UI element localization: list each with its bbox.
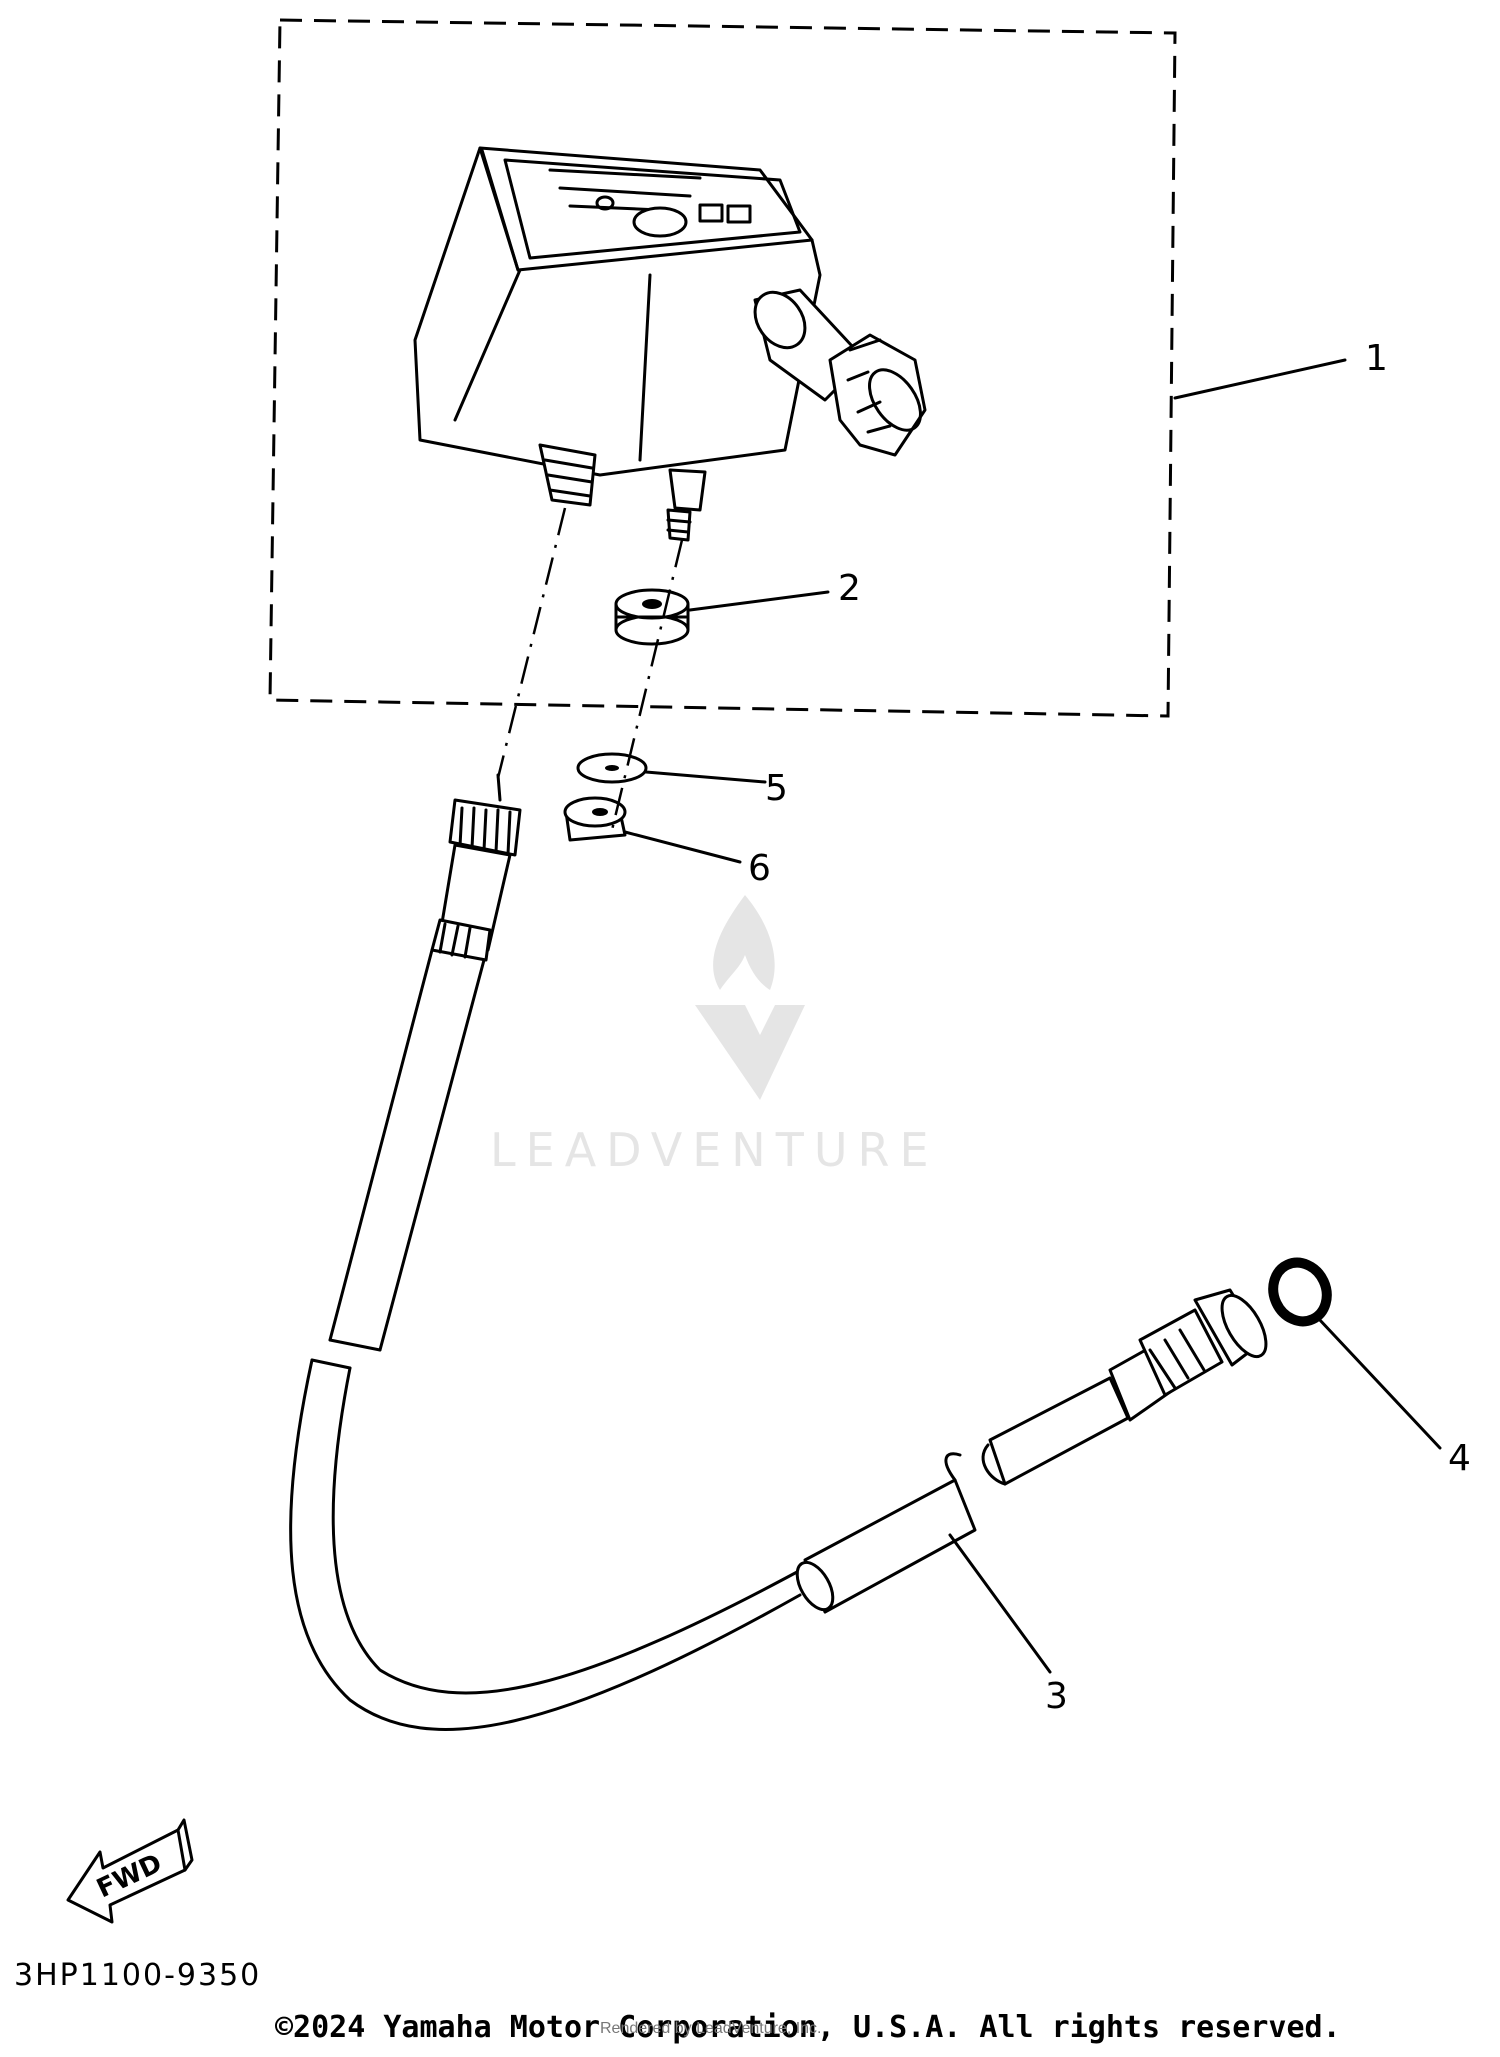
fwd-arrow-icon: FWD — [66, 1818, 194, 1924]
leader-line-6 — [623, 830, 742, 864]
speedometer-assembly — [413, 146, 927, 542]
callout-6: 6 — [748, 848, 771, 889]
assembly-boundary — [268, 18, 1177, 718]
leader-line-5 — [644, 770, 767, 784]
leader-line-1 — [1173, 358, 1347, 400]
nut-part-6 — [563, 796, 627, 842]
o-ring-part-4 — [1268, 1257, 1332, 1327]
alignment-line-stud — [610, 539, 684, 831]
leadventure-watermark: LEADVENTURE — [490, 895, 939, 1177]
leader-line-4 — [1316, 1316, 1442, 1450]
callout-2: 2 — [838, 568, 861, 609]
callout-1: 1 — [1365, 338, 1388, 379]
leader-line-2 — [688, 590, 830, 612]
alignment-line-cable — [496, 507, 567, 779]
diagram-code: 3HP1100-9350 — [14, 1958, 262, 1993]
callout-3: 3 — [1045, 1676, 1068, 1717]
rendered-by-notice: Rendered by LeadVenture, Inc. — [600, 2020, 822, 2037]
grommet-part-2 — [614, 588, 690, 646]
speedometer-cable-part-3 — [289, 773, 1268, 1731]
leader-line-3 — [948, 1533, 1052, 1674]
callout-5: 5 — [765, 768, 788, 809]
copyright-notice: ©2024 Yamaha Motor Corporation, U.S.A. A… — [275, 2010, 1341, 2045]
washer-part-5 — [576, 752, 648, 784]
callout-4: 4 — [1448, 1438, 1471, 1479]
watermark-text: LEADVENTURE — [490, 1123, 939, 1177]
